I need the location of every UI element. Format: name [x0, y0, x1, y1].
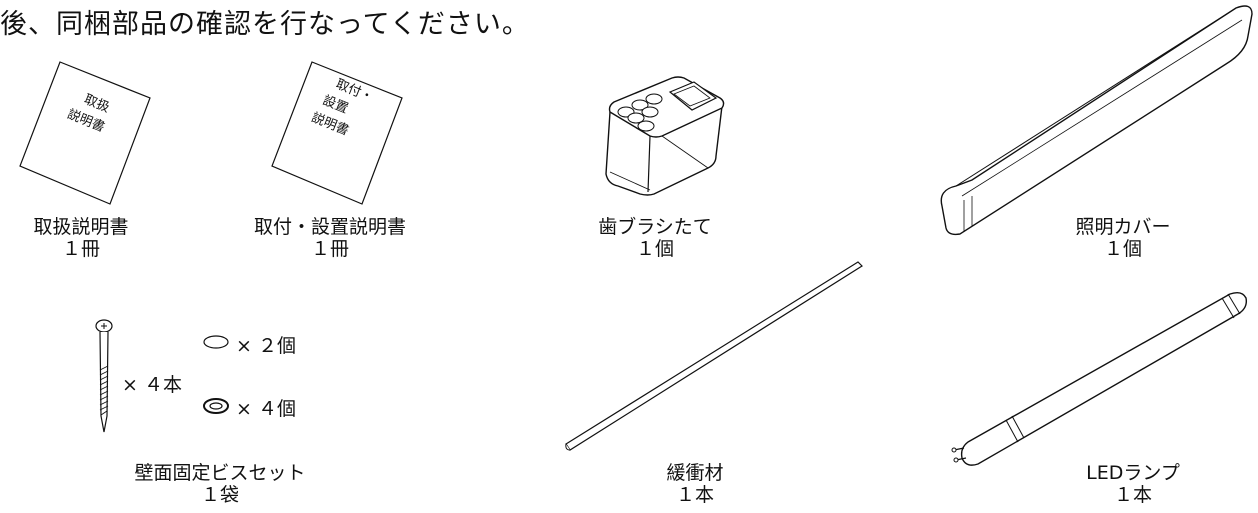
manual-caption: 取扱説明書 １冊 [6, 216, 156, 260]
install-booklet-illustration: 取付・ 設置 説明書 [270, 58, 410, 208]
cover-caption: 照明カバー １個 [1048, 216, 1198, 260]
washer-qty: × ２個 [236, 335, 296, 357]
toothbrush-holder-illustration [598, 72, 728, 200]
install-qty: １冊 [310, 238, 349, 260]
manual-qty: １冊 [61, 238, 100, 260]
toothbrush-qty: １個 [635, 238, 674, 260]
manual-name: 取扱説明書 [33, 216, 129, 238]
cushion-name: 緩衝材 [666, 462, 724, 484]
cushion-caption: 緩衝材 １本 [620, 462, 770, 506]
ring-washer-icon [202, 397, 230, 415]
install-caption: 取付・設置説明書 １冊 [230, 216, 430, 260]
screw-qty: × ４本 [122, 374, 182, 396]
led-name: LEDランプ [1086, 462, 1180, 484]
install-name: 取付・設置説明書 [253, 216, 406, 238]
screw-illustration [92, 318, 116, 436]
screwset-name: 壁面固定ビスセット [134, 462, 306, 484]
cover-name: 照明カバー [1075, 216, 1171, 238]
led-caption: LEDランプ １本 [1058, 462, 1208, 506]
instruction-text: 後、同梱部品の確認を行なってください。 [0, 9, 530, 40]
screwset-caption: 壁面固定ビスセット １袋 [110, 462, 330, 506]
washer-icon [202, 334, 230, 350]
ring-washer-qty: × ４個 [236, 398, 296, 420]
led-qty: １本 [1113, 484, 1152, 506]
led-lamp-illustration [946, 282, 1256, 474]
manual-booklet-illustration: 取扱 説明書 [18, 58, 158, 208]
light-cover-illustration [936, 0, 1258, 238]
toothbrush-name: 歯ブラシたて [598, 216, 712, 238]
cushion-qty: １本 [675, 484, 714, 506]
toothbrush-caption: 歯ブラシたて １個 [580, 216, 730, 260]
cushion-rod-illustration [562, 258, 866, 454]
cover-qty: １個 [1103, 238, 1142, 260]
screwset-qty: １袋 [200, 484, 239, 506]
